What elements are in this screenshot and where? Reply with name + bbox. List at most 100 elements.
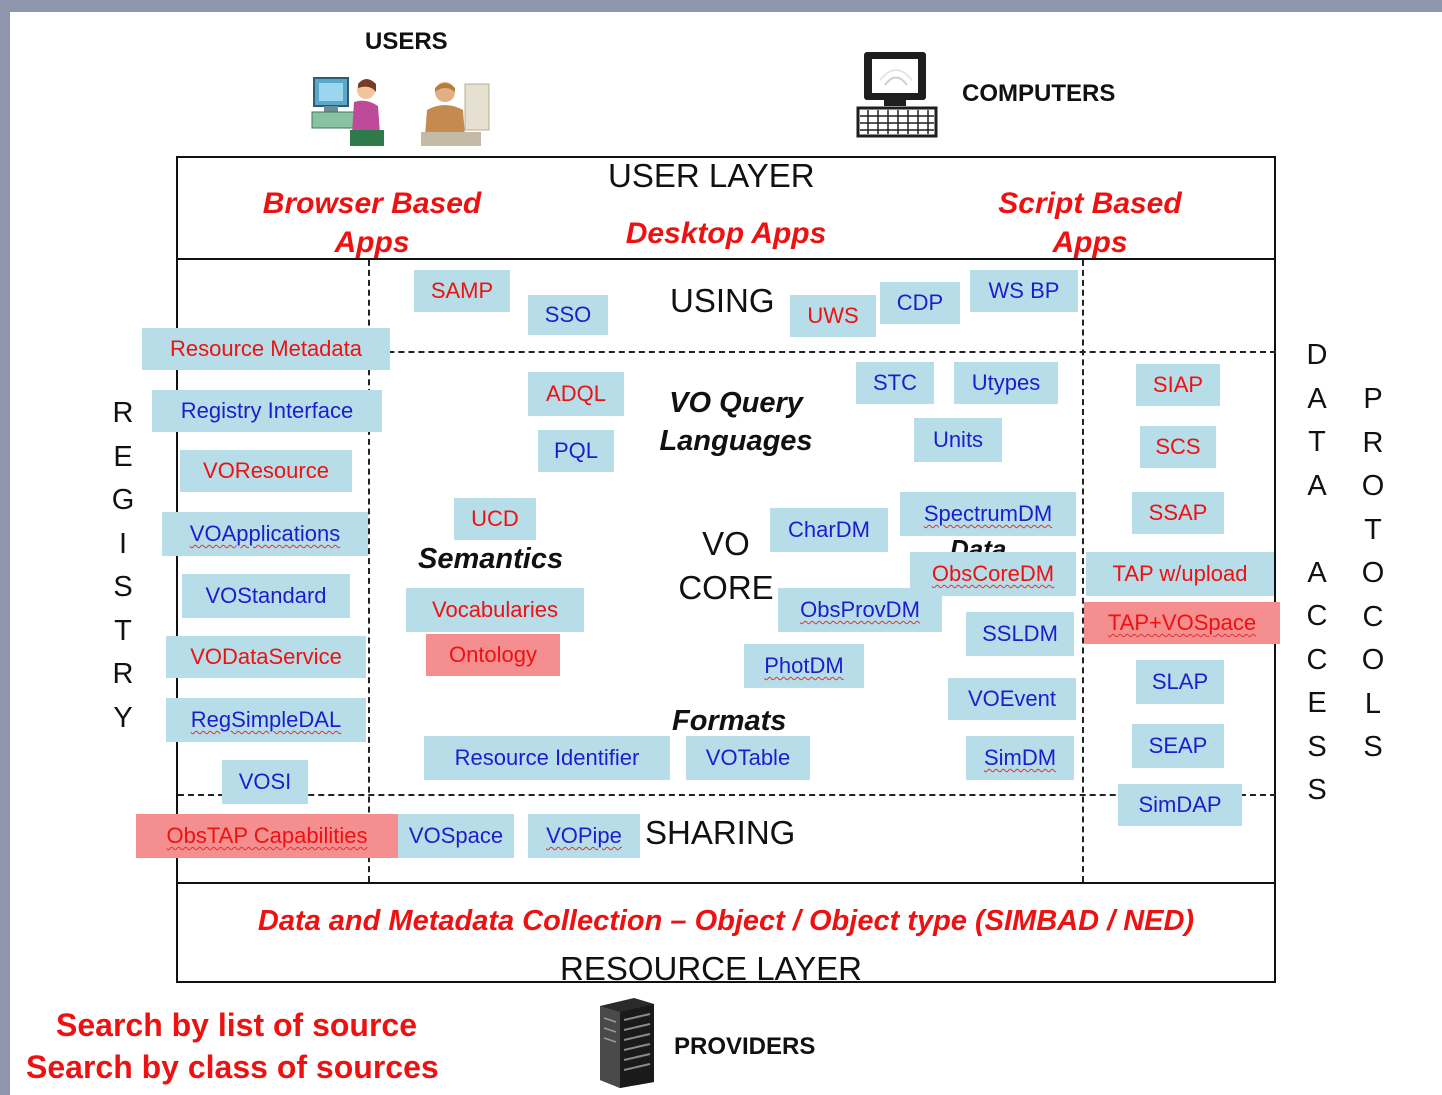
vopipe-box: VOPipe: [528, 814, 640, 858]
users-label: USERS: [365, 28, 448, 55]
script-based-line: Script Based: [998, 187, 1182, 220]
protocols-letter: S: [1363, 731, 1383, 763]
data-access-letter: T: [1308, 426, 1326, 458]
computer-terminal-icon: [856, 52, 938, 138]
protocols-letter: P: [1363, 383, 1383, 415]
voevent-box: VOEvent: [948, 678, 1076, 720]
slap-box: SLAP: [1136, 660, 1224, 704]
cdp-box: CDP: [880, 282, 960, 324]
script-apps-line: Apps: [1052, 226, 1128, 259]
protocols-letter: L: [1364, 687, 1382, 720]
data-access-vertical-label: D A T A A C C E S S: [1302, 334, 1332, 813]
tap-vospace-text: TAP+VOSpace: [1107, 610, 1257, 635]
data-access-letter: S: [1307, 774, 1327, 806]
ontology-box: Ontology: [426, 634, 560, 676]
resource-metadata-box: Resource Metadata: [142, 328, 390, 370]
vospace-box: VOSpace: [398, 814, 514, 858]
samp-box: SAMP: [414, 270, 510, 312]
votable-box: VOTable: [686, 736, 810, 780]
vo-query-languages-label: VO Query Languages: [646, 384, 826, 460]
data-access-letter: S: [1307, 730, 1327, 763]
data-access-letter: D: [1306, 339, 1328, 371]
simdm-text: SimDM: [983, 745, 1057, 770]
semantics-label: Semantics: [418, 543, 564, 575]
obsprovdm-box: ObsProvDM: [778, 588, 942, 632]
script-based-apps: Script Based Apps: [970, 184, 1210, 262]
data-access-letter: A: [1307, 382, 1327, 415]
registry-letter: Y: [113, 701, 133, 734]
scs-box: SCS: [1140, 426, 1216, 468]
browser-based-line: Browser Based: [262, 187, 482, 220]
sharing-dashed-line: [178, 794, 1276, 796]
registry-interface-box: Registry Interface: [152, 390, 382, 432]
obstap-capabilities-box: ObsTAP Capabilities: [136, 814, 398, 858]
search-by-list-text: Search by list of source: [56, 1007, 418, 1043]
adql-box: ADQL: [528, 372, 624, 416]
user-layer-divider: [176, 258, 1276, 260]
registry-letter: T: [114, 614, 132, 647]
user-at-computer-icon: [311, 77, 384, 146]
registry-dashed-line: [368, 260, 370, 882]
registry-vertical-label: R E G I S T R Y: [108, 392, 138, 740]
regsimpledal-box: RegSimpleDAL: [166, 698, 366, 742]
protocols-letter: O: [1361, 557, 1385, 589]
utypes-box: Utypes: [954, 362, 1058, 404]
simdap-box: SimDAP: [1118, 784, 1242, 826]
tap-vospace-box: TAP+VOSpace: [1084, 602, 1280, 644]
spectrumdm-text: SpectrumDM: [923, 501, 1053, 526]
voapplications-box: VOApplications: [162, 512, 368, 556]
pql-box: PQL: [538, 430, 614, 472]
vodataservice-box: VODataService: [166, 636, 366, 678]
vo-core-line-2: CORE: [678, 569, 774, 606]
tap-upload-box: TAP w/upload: [1086, 552, 1274, 596]
architecture-frame: [176, 156, 1276, 983]
simdm-box: SimDM: [966, 736, 1074, 780]
user-at-desk-icon: [421, 82, 490, 146]
using-dashed-line: [178, 351, 1276, 353]
resource-layer-divider: [176, 882, 1276, 884]
languages-line: Languages: [659, 425, 813, 457]
browser-based-apps: Browser Based Apps: [242, 184, 502, 262]
browser-apps-line: Apps: [334, 226, 410, 259]
protocols-letter: R: [1362, 426, 1384, 459]
protocols-letter: C: [1362, 600, 1384, 633]
providers-label: PROVIDERS: [674, 1033, 816, 1060]
photdm-box: PhotDM: [744, 644, 864, 688]
registry-letter: R: [112, 397, 134, 429]
siap-box: SIAP: [1136, 364, 1220, 406]
vo-core-label: VO CORE: [674, 522, 778, 610]
sharing-label: SHARING: [645, 814, 796, 851]
data-access-letter: E: [1307, 687, 1327, 719]
stc-box: STC: [856, 362, 934, 404]
resource-collection-text: Data and Metadata Collection – Object / …: [257, 905, 1195, 937]
vo-query-line: VO Query: [669, 387, 803, 419]
protocols-letter: T: [1364, 513, 1382, 546]
resource-layer-title: RESOURCE LAYER: [560, 950, 862, 987]
data-access-letter: C: [1306, 600, 1328, 632]
ssap-box: SSAP: [1132, 492, 1224, 534]
data-access-letter: C: [1306, 643, 1328, 676]
registry-letter: R: [112, 658, 134, 690]
registry-letter: G: [111, 484, 135, 516]
desktop-apps: Desktop Apps: [625, 217, 827, 250]
spectrumdm-box: SpectrumDM: [900, 492, 1076, 536]
obscoredm-text: ObsCoreDM: [931, 561, 1055, 586]
chardm-box: CharDM: [770, 508, 888, 552]
seap-box: SEAP: [1132, 724, 1224, 768]
regsimpledal-text: RegSimpleDAL: [190, 707, 342, 732]
resource-identifier-box: Resource Identifier: [424, 736, 670, 780]
registry-letter: E: [113, 440, 133, 473]
voresource-box: VOResource: [180, 450, 352, 492]
using-label: USING: [670, 282, 775, 319]
protocols-letter: O: [1361, 470, 1385, 502]
data-access-letter: A: [1307, 556, 1327, 589]
photdm-text: PhotDM: [764, 653, 844, 678]
ssldm-box: SSLDM: [966, 612, 1074, 656]
diagram-canvas: USERS COMPUTERS USER LAYER Browser B: [10, 12, 1442, 1095]
obsprovdm-text: ObsProvDM: [800, 597, 920, 622]
data-access-letter: A: [1307, 469, 1327, 502]
units-box: Units: [914, 418, 1002, 462]
registry-letter: S: [113, 571, 133, 603]
vosi-box: VOSI: [222, 760, 308, 804]
ucd-box: UCD: [454, 498, 536, 540]
